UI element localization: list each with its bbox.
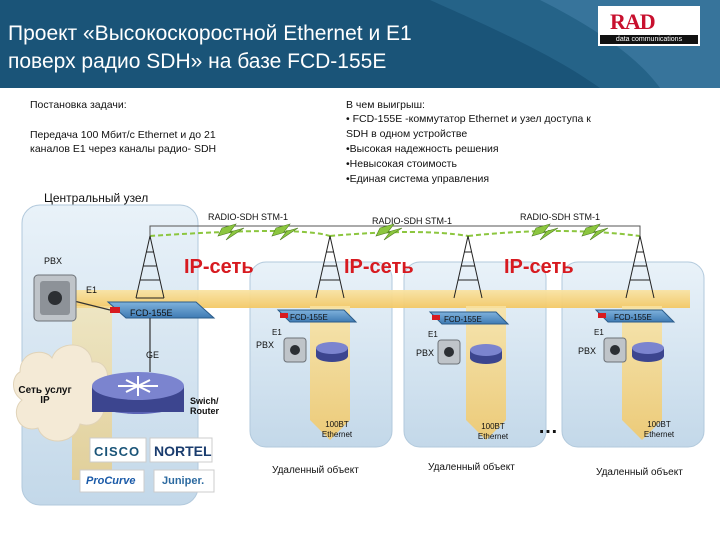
radio-link [149, 230, 331, 237]
switch-router-icon [92, 372, 184, 414]
ip-network-band [72, 290, 690, 308]
cisco-logo: CISCO [94, 444, 141, 459]
page-title-line1: Проект «Высокоскоростной Ethernet и E1 [8, 22, 412, 45]
radio-link [149, 225, 641, 236]
radio-link-label: RADIO-SDH STM-1 [208, 212, 289, 222]
ip-network-label: IP-сеть [504, 256, 574, 278]
router-icon [632, 342, 664, 362]
radio-tower-icon [135, 235, 655, 299]
fcd-unit-icon [428, 311, 510, 325]
fcd-unit-icon [106, 301, 216, 319]
benefit-item: • FCD-155E -коммутатор Ethernet и узел д… [346, 113, 591, 125]
procurve-logo: ProCurve [86, 475, 136, 487]
central-pbx-label: PBX [44, 256, 63, 266]
remote-pbx-label: PBX [416, 348, 435, 358]
task-body-line2: каналов E1 через каналы радио- SDH [30, 143, 217, 155]
benefit-item: SDH в одном устройстве [346, 128, 468, 140]
vendor-logo-tile [153, 469, 215, 493]
rad-logo-mark: RAD [610, 9, 656, 34]
radio-link [467, 230, 641, 237]
benefit-item: •Высокая надежность решения [346, 143, 499, 155]
remote-site-label: Удаленный объект [596, 467, 683, 478]
ip-services-cloud-icon [13, 344, 108, 442]
pbx-phone-icon [283, 337, 307, 363]
router-icon [316, 342, 348, 362]
pbx-phone-icon [437, 339, 461, 365]
remote-ethernet-label: 100BT Ethernet [477, 422, 509, 441]
radio-link [329, 231, 469, 237]
ip-network-label: IP-сеть [344, 256, 414, 278]
ip-network-drop [622, 306, 662, 440]
juniper-logo: Juniper. [162, 475, 205, 487]
remote-e1-label: E1 [594, 328, 604, 337]
more-sites-ellipsis: … [538, 416, 558, 438]
central-fcd-label: FCD-155E [130, 308, 173, 318]
ip-network-label: IP-сеть [184, 256, 254, 278]
ip-network-drop [310, 306, 350, 440]
central-ge-label: GE [146, 350, 160, 360]
remote-e1-label: E1 [272, 328, 282, 337]
remote-fcd-label: FCD-155E [614, 313, 652, 322]
ip-services-label: Сеть услуг IP [18, 385, 72, 406]
task-heading: Постановка задачи: [30, 99, 127, 111]
vendor-logo-tile [149, 437, 213, 463]
remote-site-label: Удаленный объект [428, 462, 515, 473]
remote-pbx-label: PBX [256, 340, 275, 350]
radio-link-label: RADIO-SDH STM-1 [372, 216, 453, 226]
radio-link-label: RADIO-SDH STM-1 [520, 212, 601, 222]
central-e1-label: E1 [86, 285, 98, 295]
page-title-line2: поверх радио SDH» на базе FCD-155E [8, 50, 387, 73]
switch-router-label: Swich/ Router [190, 396, 219, 416]
rad-logo-subtitle: data communications [600, 35, 698, 44]
pbx-phone-icon [603, 337, 627, 363]
task-body-line1: Передача 100 Мбит/с Ethernet и до 21 [30, 129, 216, 141]
pbx-phone-icon [33, 274, 77, 322]
benefit-item: •Невысокая стоимость [346, 158, 457, 170]
fcd-unit-icon [276, 309, 358, 323]
remote-e1-label: E1 [428, 330, 438, 339]
ip-network-drop [466, 306, 506, 440]
remote-ethernet-label: 100BT Ethernet [321, 420, 353, 439]
fcd-unit-icon [594, 309, 676, 323]
vendor-logo-tile [79, 469, 145, 493]
remote-fcd-label: FCD-155E [444, 315, 482, 324]
router-icon [470, 344, 502, 364]
remote-pbx-label: PBX [578, 346, 597, 356]
remote-ethernet-label: 100BT Ethernet [643, 420, 675, 439]
remote-site-label: Удаленный объект [272, 465, 359, 476]
lightning-icon [217, 223, 609, 241]
nortel-logo: NORTEL [154, 443, 212, 459]
remote-fcd-label: FCD-155E [290, 313, 328, 322]
rad-logo: RAD data communications [598, 6, 700, 46]
benefit-item: •Единая система управления [346, 173, 490, 185]
vendor-logo-tile [89, 437, 147, 463]
e1-link [69, 299, 111, 311]
benefits-heading: В чем выигрыш: [346, 99, 425, 111]
central-node-label: Центральный узел [44, 191, 149, 205]
